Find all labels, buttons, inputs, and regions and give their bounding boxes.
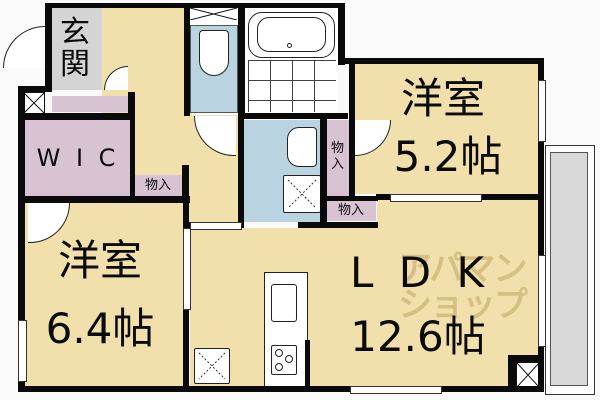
sliding-door bbox=[390, 194, 482, 202]
window bbox=[350, 386, 442, 394]
drain-icon bbox=[287, 43, 292, 48]
watermark-line-2: ショップ bbox=[398, 284, 528, 325]
storage-2 bbox=[327, 120, 349, 196]
bath-floor-tiles bbox=[248, 60, 336, 112]
wall bbox=[298, 222, 378, 228]
wall bbox=[45, 3, 52, 91]
wall bbox=[320, 113, 327, 228]
sink-icon bbox=[271, 284, 297, 322]
storage-3 bbox=[326, 201, 376, 221]
ventilation-shaft-icon-2 bbox=[516, 362, 540, 388]
western-room-5-2-label: 洋室 bbox=[400, 74, 485, 123]
ldk-upper bbox=[377, 200, 538, 230]
wall bbox=[238, 3, 245, 116]
wic-label: W I C bbox=[36, 144, 120, 172]
wall bbox=[338, 3, 345, 65]
wall bbox=[182, 165, 189, 203]
wall bbox=[508, 355, 543, 362]
storage-2-label-2: 入 bbox=[331, 157, 345, 172]
western-room-6-4-size: 6.4帖 bbox=[45, 304, 155, 353]
window bbox=[18, 320, 27, 382]
wall bbox=[508, 355, 516, 390]
counter-wall bbox=[305, 340, 310, 390]
wall bbox=[130, 120, 135, 200]
entrance-label-2: 関 bbox=[60, 47, 90, 82]
toilet-shelf-icon bbox=[190, 8, 237, 20]
storage-3-label: 物入 bbox=[337, 203, 364, 218]
wall bbox=[238, 113, 348, 119]
wall bbox=[345, 58, 543, 64]
stove-icon bbox=[271, 345, 297, 375]
bathtub-inner bbox=[257, 17, 326, 52]
storage-1-label: 物入 bbox=[144, 178, 171, 193]
washing-machine-icon bbox=[283, 175, 321, 213]
wall bbox=[18, 386, 543, 392]
storage-1 bbox=[134, 175, 182, 197]
wall bbox=[25, 113, 135, 120]
western-room-5-2-size: 5.2帖 bbox=[393, 132, 503, 181]
entrance-door[interactable] bbox=[3, 26, 45, 68]
toilet-icon bbox=[199, 30, 229, 76]
wall bbox=[18, 86, 25, 392]
entrance-label-1: 玄 bbox=[60, 15, 90, 50]
window bbox=[538, 255, 546, 347]
balcony bbox=[545, 145, 595, 395]
shoe-storage bbox=[52, 96, 128, 112]
ldk-size: 12.6帖 bbox=[350, 312, 486, 361]
wall bbox=[25, 196, 190, 203]
wall bbox=[128, 92, 135, 120]
watermark: アパマン ショップ bbox=[398, 249, 528, 325]
wall bbox=[538, 58, 544, 392]
washbasin-icon bbox=[287, 127, 317, 167]
ldk bbox=[190, 228, 538, 391]
ldk-label: L D K bbox=[350, 248, 490, 297]
window bbox=[538, 80, 546, 142]
ventilation-shaft-icon bbox=[23, 92, 45, 114]
walk-in-closet bbox=[25, 120, 130, 196]
wall bbox=[45, 3, 345, 8]
wall bbox=[349, 58, 355, 201]
western-room-6-4-label: 洋室 bbox=[57, 236, 142, 285]
fridge-space-icon bbox=[194, 348, 230, 384]
sliding-door bbox=[190, 222, 242, 230]
wall bbox=[18, 86, 52, 92]
wall bbox=[184, 3, 190, 116]
sliding-door bbox=[183, 228, 191, 310]
wall bbox=[238, 113, 244, 228]
watermark-line-1: アパマン bbox=[398, 249, 527, 289]
storage-2-label-1: 物 bbox=[331, 141, 345, 156]
entrance bbox=[52, 8, 102, 90]
